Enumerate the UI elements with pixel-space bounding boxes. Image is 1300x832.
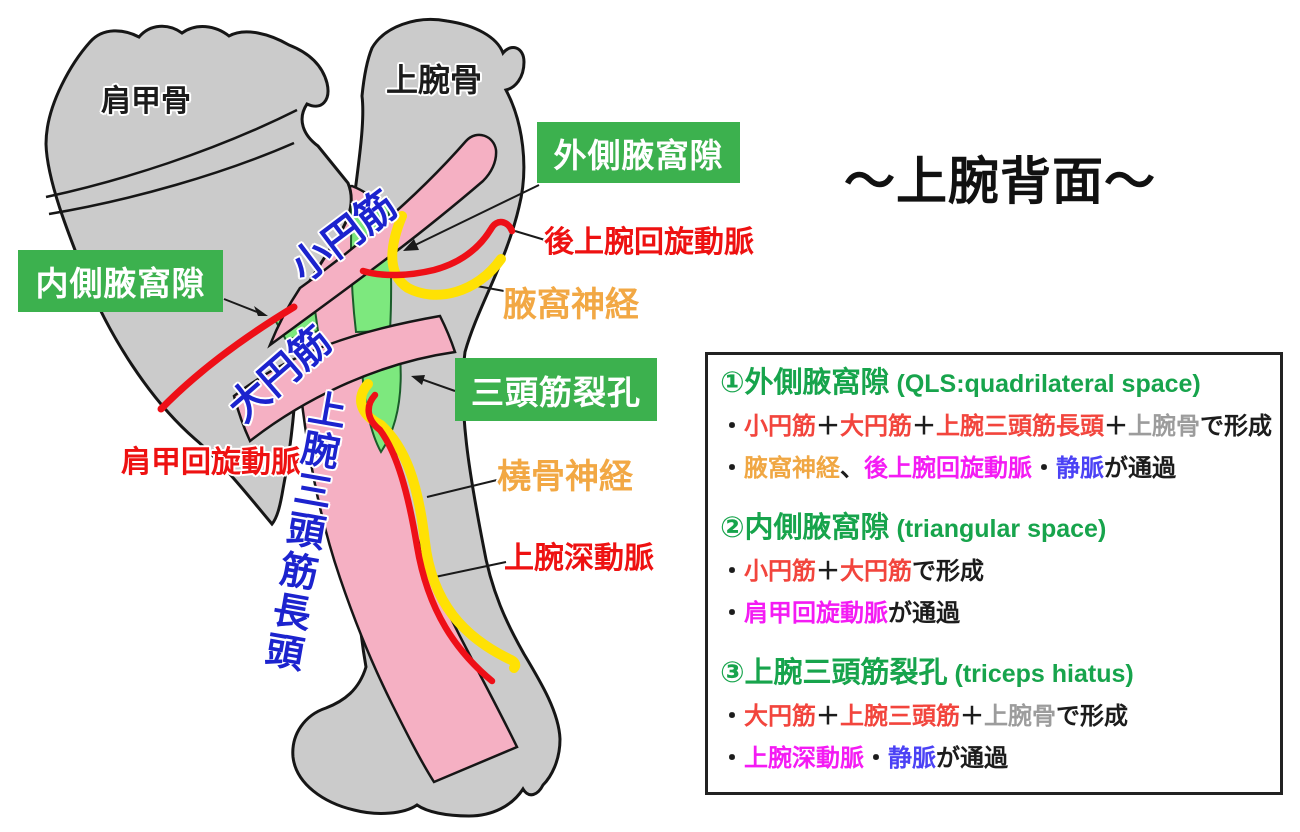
- medial-axillary-space-box: 内側腋窩隙: [18, 250, 223, 312]
- deep-brachial-artery-label: 上腕深動脈: [504, 542, 654, 575]
- teres-minor-shape: [267, 133, 498, 349]
- arrowhead-medial-space: [254, 306, 268, 316]
- triceps-hiatus-box: 三頭筋裂孔: [455, 358, 657, 421]
- info-section-heading: ②内側腋窩隙 (triangular space): [720, 510, 1268, 547]
- circumflex-scapular-artery-label: 肩甲回旋動脈: [121, 446, 301, 479]
- section-title-en: (triceps hiatus): [947, 660, 1134, 688]
- circumflex-scapular-artery-line: [157, 303, 298, 413]
- section-title-jp: ③上腕三頭筋裂孔: [720, 657, 948, 689]
- arrowhead-lateral-space: [403, 239, 419, 251]
- info-section-heading: ③上腕三頭筋裂孔 (triceps hiatus): [720, 655, 1268, 692]
- scapula-label: 肩甲骨: [101, 85, 191, 118]
- info-panel: ①外側腋窩隙 (QLS:quadrilateral space) ・小円筋＋大円…: [705, 352, 1283, 795]
- info-line: ・小円筋＋大円筋で形成: [720, 558, 984, 585]
- radial-nerve-label: 橈骨神経: [497, 458, 633, 496]
- section-title-en: (triangular space): [889, 515, 1107, 543]
- section-title-jp: ①外側腋窩隙: [720, 367, 890, 399]
- leader-deep-brachial-label: [434, 561, 507, 578]
- posterior-circumflex-humeral-artery-line: [359, 218, 516, 279]
- page-title: ～上腕背面～: [843, 153, 1156, 210]
- leader-lateral-space: [406, 184, 540, 250]
- leader-pcha-label: [514, 230, 546, 241]
- info-section-lateral-space: ①外側腋窩隙 (QLS:quadrilateral space) ・小円筋＋大円…: [720, 365, 1272, 486]
- leader-radial-label: [426, 479, 498, 498]
- humerus-label: 上腕骨: [386, 62, 483, 98]
- deep-brachial-artery-line: [365, 391, 496, 685]
- info-line: ・上腕深動脈・静脈が通過: [720, 745, 1008, 772]
- info-line: ・小円筋＋大円筋＋上腕三頭筋長頭＋上腕骨で形成: [720, 413, 1272, 440]
- scapular-spine-line-upper: [45, 108, 298, 199]
- info-section-medial-space: ②内側腋窩隙 (triangular space) ・小円筋＋大円筋で形成 ・肩…: [720, 510, 1268, 631]
- section-title-jp: ②内側腋窩隙: [720, 512, 890, 544]
- section-title-en: (QLS:quadrilateral space): [889, 370, 1201, 398]
- info-section-heading: ①外側腋窩隙 (QLS:quadrilateral space): [720, 365, 1268, 402]
- arrowhead-hiatus: [411, 375, 425, 385]
- lateral-axillary-space-box: 外側腋窩隙: [537, 122, 740, 183]
- leader-hiatus: [420, 378, 456, 392]
- axillary-nerve-label: 腋窩神経: [503, 286, 639, 324]
- axillary-nerve-line: [387, 211, 506, 300]
- teres-major-shape: [232, 314, 457, 443]
- info-line: ・大円筋＋上腕三頭筋＋上腕骨で形成: [720, 703, 1128, 730]
- scapular-spine-line-lower: [48, 141, 295, 216]
- info-line: ・腋窩神経、後上腕回旋動脈・静脈が通過: [720, 455, 1176, 482]
- info-line: ・肩甲回旋動脈が通過: [720, 600, 960, 627]
- posterior-circumflex-humeral-artery-label: 後上腕回旋動脈: [544, 226, 754, 259]
- info-section-triceps-hiatus: ③上腕三頭筋裂孔 (triceps hiatus) ・大円筋＋上腕三頭筋＋上腕骨…: [720, 655, 1268, 776]
- leader-medial-space: [223, 298, 258, 313]
